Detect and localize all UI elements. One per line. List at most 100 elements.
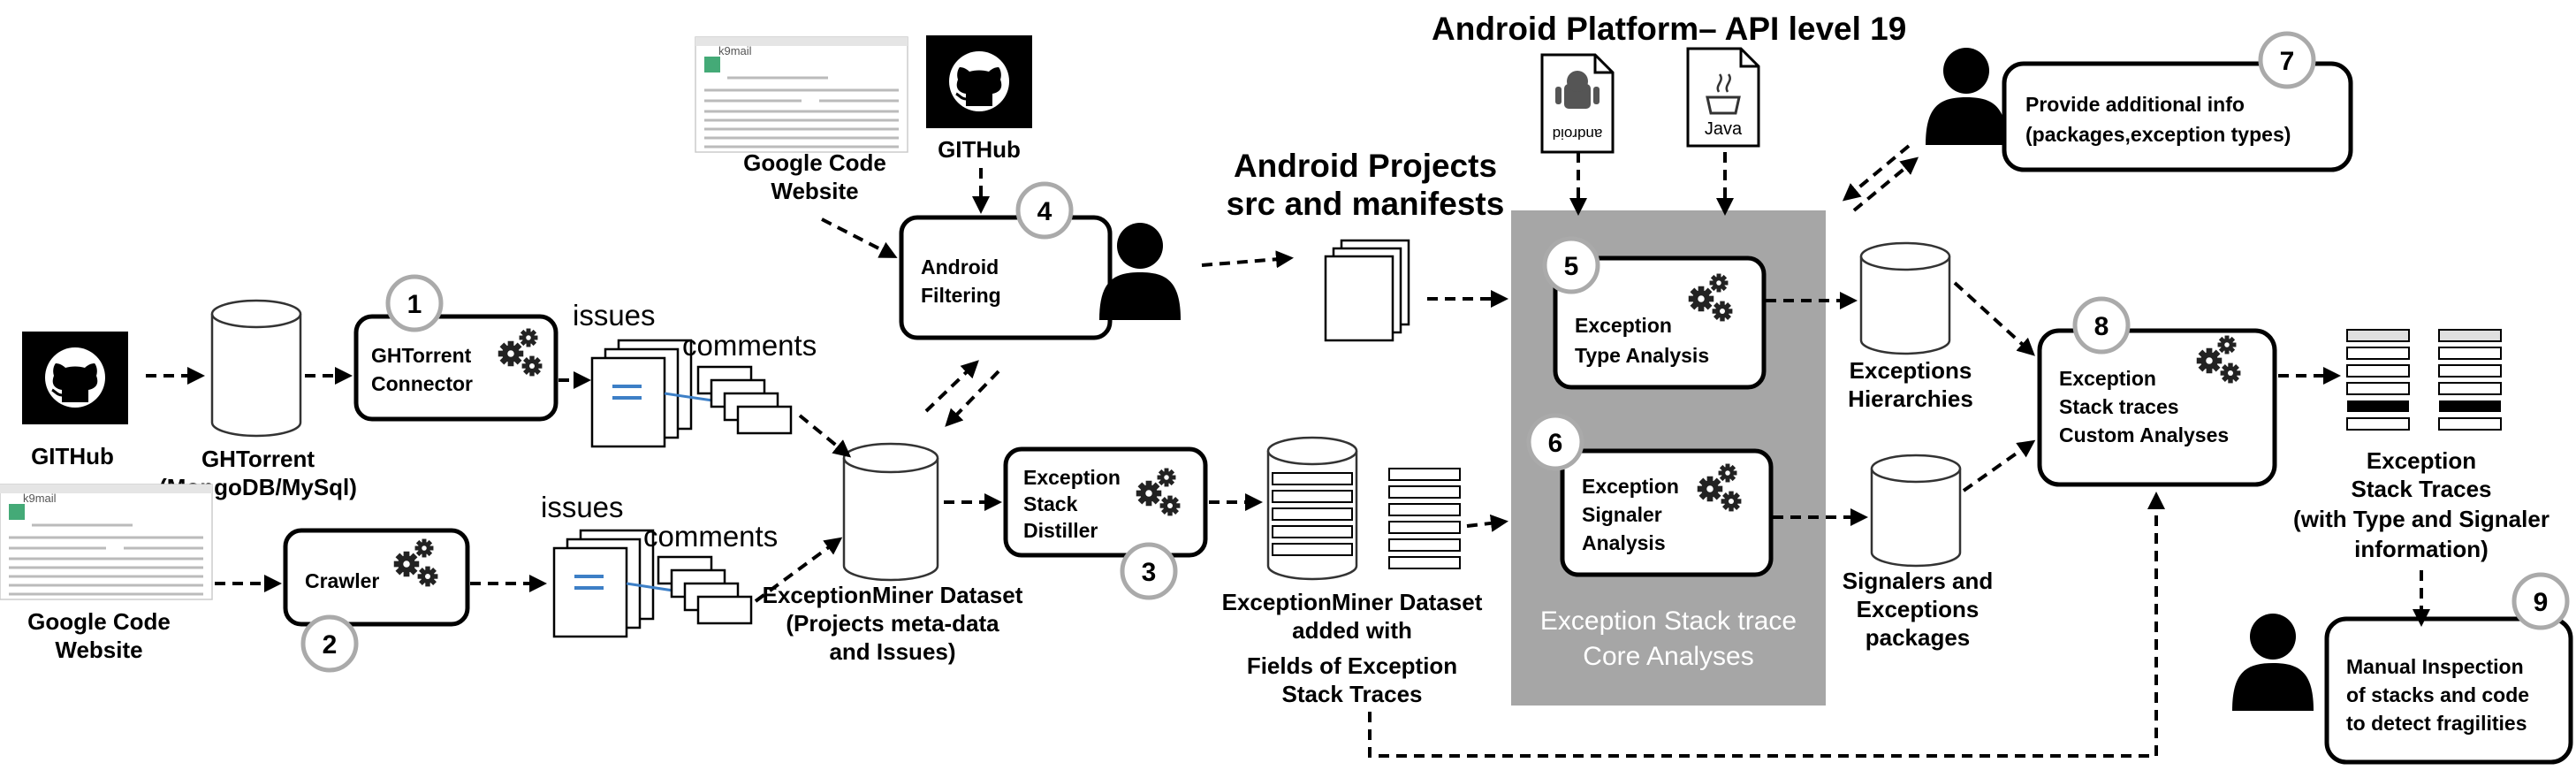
- github-mid-icon: [924, 34, 1034, 130]
- additional-info-box: [2002, 61, 2353, 172]
- ghtorrent-connector-box: [353, 314, 559, 422]
- stack-traces-out-line1: Exception: [2367, 447, 2476, 474]
- issues-top-label: issues: [573, 299, 656, 332]
- signalers-packages-database: [1870, 454, 1962, 568]
- exceptionminer-db-line2: (Projects meta-data: [786, 610, 999, 637]
- android-filtering-box: [899, 215, 1113, 340]
- additional-info-line2: (packages,exception types): [2025, 123, 2291, 146]
- step-number-5: 5: [1564, 252, 1579, 281]
- crawler-label: Crawler: [305, 569, 379, 592]
- core-panel-title-line2: Core Analyses: [1583, 642, 1753, 671]
- ghtorrent-database: [210, 299, 302, 438]
- step-badge-2: [300, 614, 359, 673]
- manual-inspection-line3: to detect fragilities: [2346, 712, 2527, 735]
- stack-traces-out-line3: (with Type and Signaler: [2293, 506, 2549, 532]
- type-analysis-line2: Type Analysis: [1575, 344, 1709, 367]
- step-number-3: 3: [1142, 558, 1157, 587]
- custom-analyses-line3: Custom Analyses: [2059, 423, 2229, 446]
- manual-inspection-line1: Manual Inspection: [2346, 655, 2524, 678]
- exceptionminer-db-line1: ExceptionMiner Dataset: [763, 582, 1023, 608]
- stack-distiller-line3: Distiller: [1023, 519, 1098, 542]
- step-number-8: 8: [2094, 312, 2109, 341]
- github-left-icon: [20, 330, 130, 426]
- manual-inspection-line2: of stacks and code: [2346, 683, 2529, 706]
- enriched-dataset-line1: ExceptionMiner Dataset: [1222, 589, 1483, 615]
- ghtorrent-db-label-line1: GHTorrent: [201, 446, 315, 472]
- custom-analyses-line2: Stack traces: [2059, 395, 2179, 418]
- comments-bottom-label: comments: [643, 520, 778, 553]
- java-file-icon: [1686, 47, 1760, 148]
- comments-top-boxes: [696, 365, 793, 435]
- signalers-packages-line2: Exceptions: [1857, 596, 1979, 622]
- comments-bottom-boxes: [657, 555, 753, 625]
- step-number-9: 9: [2534, 588, 2549, 617]
- flow-arrows: [146, 144, 2430, 758]
- type-analysis-box: [1553, 256, 1767, 390]
- stack-traces-out-line4: information): [2354, 536, 2489, 562]
- custom-analyses-line1: Exception: [2059, 367, 2156, 390]
- exceptions-hierarchies-database: [1859, 241, 1951, 355]
- stack-traces-out-line2: Stack Traces: [2351, 476, 2491, 502]
- step-number-6: 6: [1548, 429, 1563, 458]
- exceptionminer-db-line3: and Issues): [829, 638, 955, 665]
- android-file-label: android: [1553, 126, 1603, 142]
- step-badge-5: [1542, 236, 1600, 294]
- projects-heading-line2: src and manifests: [1227, 186, 1505, 222]
- github-left-label: GITHub: [31, 443, 114, 469]
- issues-bottom-label: issues: [541, 491, 624, 523]
- step-badge-9: [2511, 572, 2570, 630]
- enriched-dataset-line4: Stack Traces: [1281, 681, 1422, 707]
- type-analysis-line1: Exception: [1575, 314, 1672, 337]
- step-number-2: 2: [323, 630, 338, 660]
- manual-inspection-box: [2324, 616, 2573, 765]
- user-icon-additional-info: [1926, 48, 2007, 145]
- step-badge-3: [1120, 542, 1178, 600]
- ghtorrent-connector-line1: GHTorrent: [371, 344, 472, 367]
- step-badge-8: [2072, 296, 2131, 355]
- android-filtering-line2: Filtering: [921, 284, 1001, 307]
- ghtorrent-connector-line2: Connector: [371, 372, 473, 395]
- enriched-dataset-line3: Fields of Exception: [1247, 652, 1457, 679]
- platform-title: Android Platform– API level 19: [1432, 11, 1906, 47]
- signaler-analysis-line2: Signaler: [1582, 503, 1662, 526]
- screenshot-title-left: k9mail: [23, 492, 57, 505]
- exceptionminer-database: [842, 442, 939, 582]
- core-panel-title-line1: Exception Stack trace: [1540, 606, 1797, 636]
- screenshot-title-mid: k9mail: [718, 44, 752, 57]
- gcode-left-line1: Google Code: [27, 608, 171, 635]
- step-number-4: 4: [1037, 197, 1052, 226]
- stack-trace-column-2: [2438, 329, 2502, 431]
- gcode-left-line2: Website: [55, 637, 142, 663]
- android-file-icon: [1540, 53, 1615, 154]
- stack-distiller-box: [1003, 446, 1208, 558]
- project-files-stack: [1324, 239, 1410, 342]
- enriched-dataset-database: [1266, 436, 1358, 581]
- exceptions-hierarchies-line2: Hierarchies: [1848, 385, 1973, 412]
- stack-distiller-line2: Stack: [1023, 492, 1078, 515]
- additional-info-line1: Provide additional info: [2025, 93, 2245, 116]
- user-icon-manual-inspection: [2232, 614, 2314, 711]
- issues-bottom-docs: [552, 529, 686, 638]
- step-badge-6: [1526, 413, 1584, 471]
- step-badge-4: [1015, 181, 1074, 240]
- step-badge-7: [2258, 31, 2316, 89]
- step-number-7: 7: [2280, 47, 2295, 76]
- signalers-packages-line1: Signalers and: [1843, 568, 1994, 594]
- github-mid-label: GITHub: [938, 136, 1021, 163]
- signalers-packages-line3: packages: [1866, 624, 1971, 651]
- projects-heading-line1: Android Projects: [1234, 148, 1497, 184]
- stack-distiller-line1: Exception: [1023, 466, 1121, 489]
- signaler-analysis-line3: Analysis: [1582, 531, 1666, 554]
- comments-top-label: comments: [682, 329, 817, 362]
- java-file-label: Java: [1705, 119, 1743, 139]
- gcode-mid-line1: Google Code: [743, 149, 886, 176]
- stack-trace-column-1: [2346, 329, 2410, 431]
- signaler-analysis-line1: Exception: [1582, 475, 1679, 498]
- issues-top-docs: [590, 339, 726, 448]
- gcode-mid-line2: Website: [771, 178, 858, 204]
- exceptions-hierarchies-line1: Exceptions: [1850, 357, 1972, 384]
- android-filtering-line1: Android: [921, 256, 999, 278]
- step-badge-1: [385, 274, 444, 332]
